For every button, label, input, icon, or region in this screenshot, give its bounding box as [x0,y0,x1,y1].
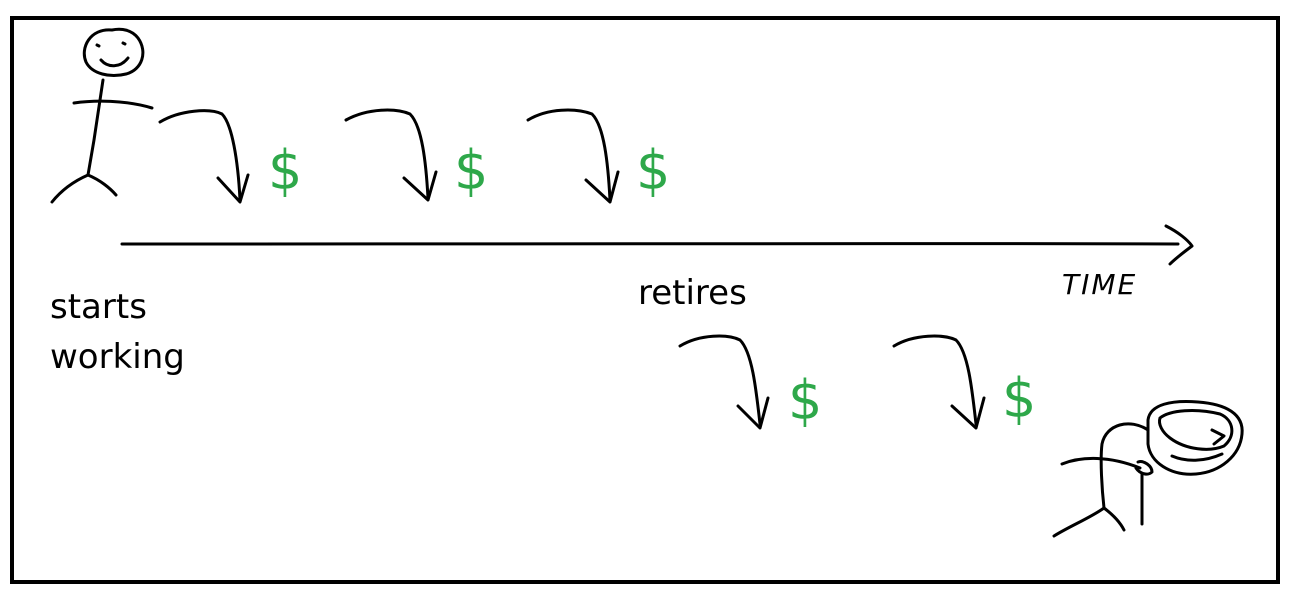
dollar-icon: $ [1002,367,1037,430]
arrow-retired-1 [678,334,770,430]
arrow-retired-2 [892,334,986,430]
label-working: working [50,337,185,377]
axis-label-time: TIME [1062,268,1138,301]
label-retires: retires [638,273,747,313]
arrow-working-3 [526,108,620,204]
dollar-icon: $ [268,139,303,202]
dollar-icon: $ [788,369,823,432]
timeline-axis [120,224,1194,266]
diagram-frame [10,16,1280,584]
label-starts: starts [50,287,147,327]
arrow-working-1 [158,109,250,204]
dollar-icon: $ [636,139,671,202]
working-person-figure [50,27,154,204]
dollar-icon: $ [454,139,489,202]
retired-person-figure [1052,400,1244,538]
arrow-working-2 [344,108,438,202]
